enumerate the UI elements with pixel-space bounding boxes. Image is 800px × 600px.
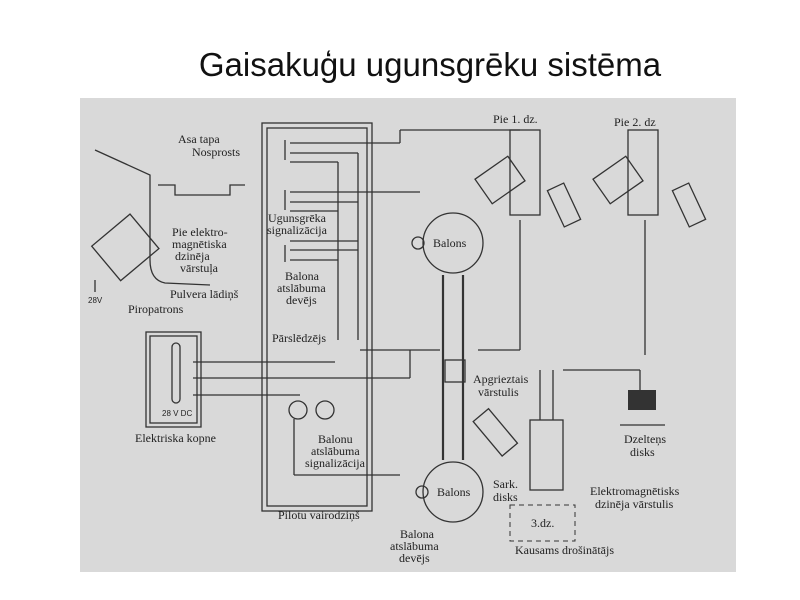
label-dzineja-varstulis: dzinēja vārstulis bbox=[595, 497, 674, 511]
bottle-bottom bbox=[422, 461, 484, 523]
label-balona-devejs-bottom: Balona atslābuma devējs bbox=[390, 527, 439, 565]
label-28v-dc: 28 V DC bbox=[162, 409, 192, 418]
lamp-icon bbox=[288, 400, 308, 420]
label-balonu-signalizacija: Balonu atslābuma signalizācija bbox=[305, 432, 366, 470]
svg-text:atslābuma: atslābuma bbox=[277, 281, 326, 295]
engine-2-valve bbox=[592, 129, 707, 228]
label-elektromagnetisks: Elektromagnētisks bbox=[590, 484, 680, 498]
label-3dz: 3.dz. bbox=[531, 516, 554, 530]
svg-text:devējs: devējs bbox=[286, 293, 317, 307]
electrical-bus-box bbox=[145, 331, 202, 428]
pressure-gauge-icon bbox=[415, 485, 429, 499]
svg-text:vārstuļa: vārstuļa bbox=[180, 261, 219, 275]
engine-1-valve bbox=[474, 129, 582, 228]
label-balons-bottom: Balons bbox=[437, 485, 471, 499]
svg-text:dzinēja: dzinēja bbox=[175, 249, 210, 263]
label-pie-1-dz: Pie 1. dz. bbox=[493, 112, 538, 126]
label-28v: 28V bbox=[88, 296, 103, 305]
svg-text:devējs: devējs bbox=[399, 551, 430, 565]
yellow-disc-indicator bbox=[628, 390, 656, 410]
svg-text:Balona: Balona bbox=[285, 269, 320, 283]
fire-extinguishing-schematic: Asa tapa Nosprosts Pie elektro- magnētis… bbox=[80, 98, 736, 572]
engine-3-valve bbox=[472, 407, 564, 491]
svg-text:atslābuma: atslābuma bbox=[311, 444, 360, 458]
label-dzeltens-disks: disks bbox=[630, 445, 655, 459]
bottle-top bbox=[422, 212, 484, 274]
label-piropatrons: Piropatrons bbox=[128, 302, 184, 316]
svg-text:atslābuma: atslābuma bbox=[390, 539, 439, 553]
label-apgrieztais: Apgrieztais bbox=[473, 372, 529, 386]
label-pie-elektro: Pie elektro- magnētiska dzinēja vārstuļa bbox=[172, 225, 228, 275]
cartridge-assembly bbox=[90, 149, 245, 292]
label-signalizacija: signalizācija bbox=[267, 223, 328, 237]
pilot-panel-outline bbox=[261, 122, 373, 512]
label-ugunsgreka: Ugunsgrēka bbox=[268, 211, 327, 225]
label-balona-devejs-top: Balona atslābuma devējs bbox=[277, 269, 326, 307]
engine-3-box bbox=[509, 504, 576, 542]
label-dzeltens: Dzelteņs bbox=[624, 432, 666, 446]
lamp-icon bbox=[315, 400, 335, 420]
label-sark: Sark. bbox=[493, 477, 518, 491]
pressure-gauge-icon bbox=[411, 236, 425, 250]
svg-text:signalizācija: signalizācija bbox=[305, 456, 366, 470]
svg-text:Pie elektro-: Pie elektro- bbox=[172, 225, 228, 239]
label-balons-top: Balons bbox=[433, 236, 467, 250]
inverted-valve bbox=[444, 359, 466, 383]
label-elektriska-kopne: Elektriska kopne bbox=[135, 431, 216, 445]
label-kausams: Kausams drošinātājs bbox=[515, 543, 614, 557]
label-varstulis: vārstulis bbox=[478, 385, 519, 399]
label-pilotu-vairodzins: Pilotu vairodziņš bbox=[278, 508, 360, 522]
svg-text:Balona: Balona bbox=[400, 527, 435, 541]
svg-text:magnētiska: magnētiska bbox=[172, 237, 227, 251]
label-pie-2-dz: Pie 2. dz bbox=[614, 115, 656, 129]
label-disks: disks bbox=[493, 490, 518, 504]
label-pulvera-ladins: Pulvera lādiņš bbox=[170, 287, 239, 301]
switch-group bbox=[284, 129, 520, 340]
slide-title: Gaisakuģu ugunsgrēku sistēma bbox=[198, 46, 662, 83]
label-parsledzejs: Pārslēdzējs bbox=[272, 331, 326, 345]
label-nosprosts: Nosprosts bbox=[192, 145, 240, 159]
svg-text:Balonu: Balonu bbox=[318, 432, 353, 446]
schematic-drawing: Asa tapa Nosprosts Pie elektro- magnētis… bbox=[88, 112, 707, 565]
label-asa-tapa: Asa tapa bbox=[178, 132, 220, 146]
